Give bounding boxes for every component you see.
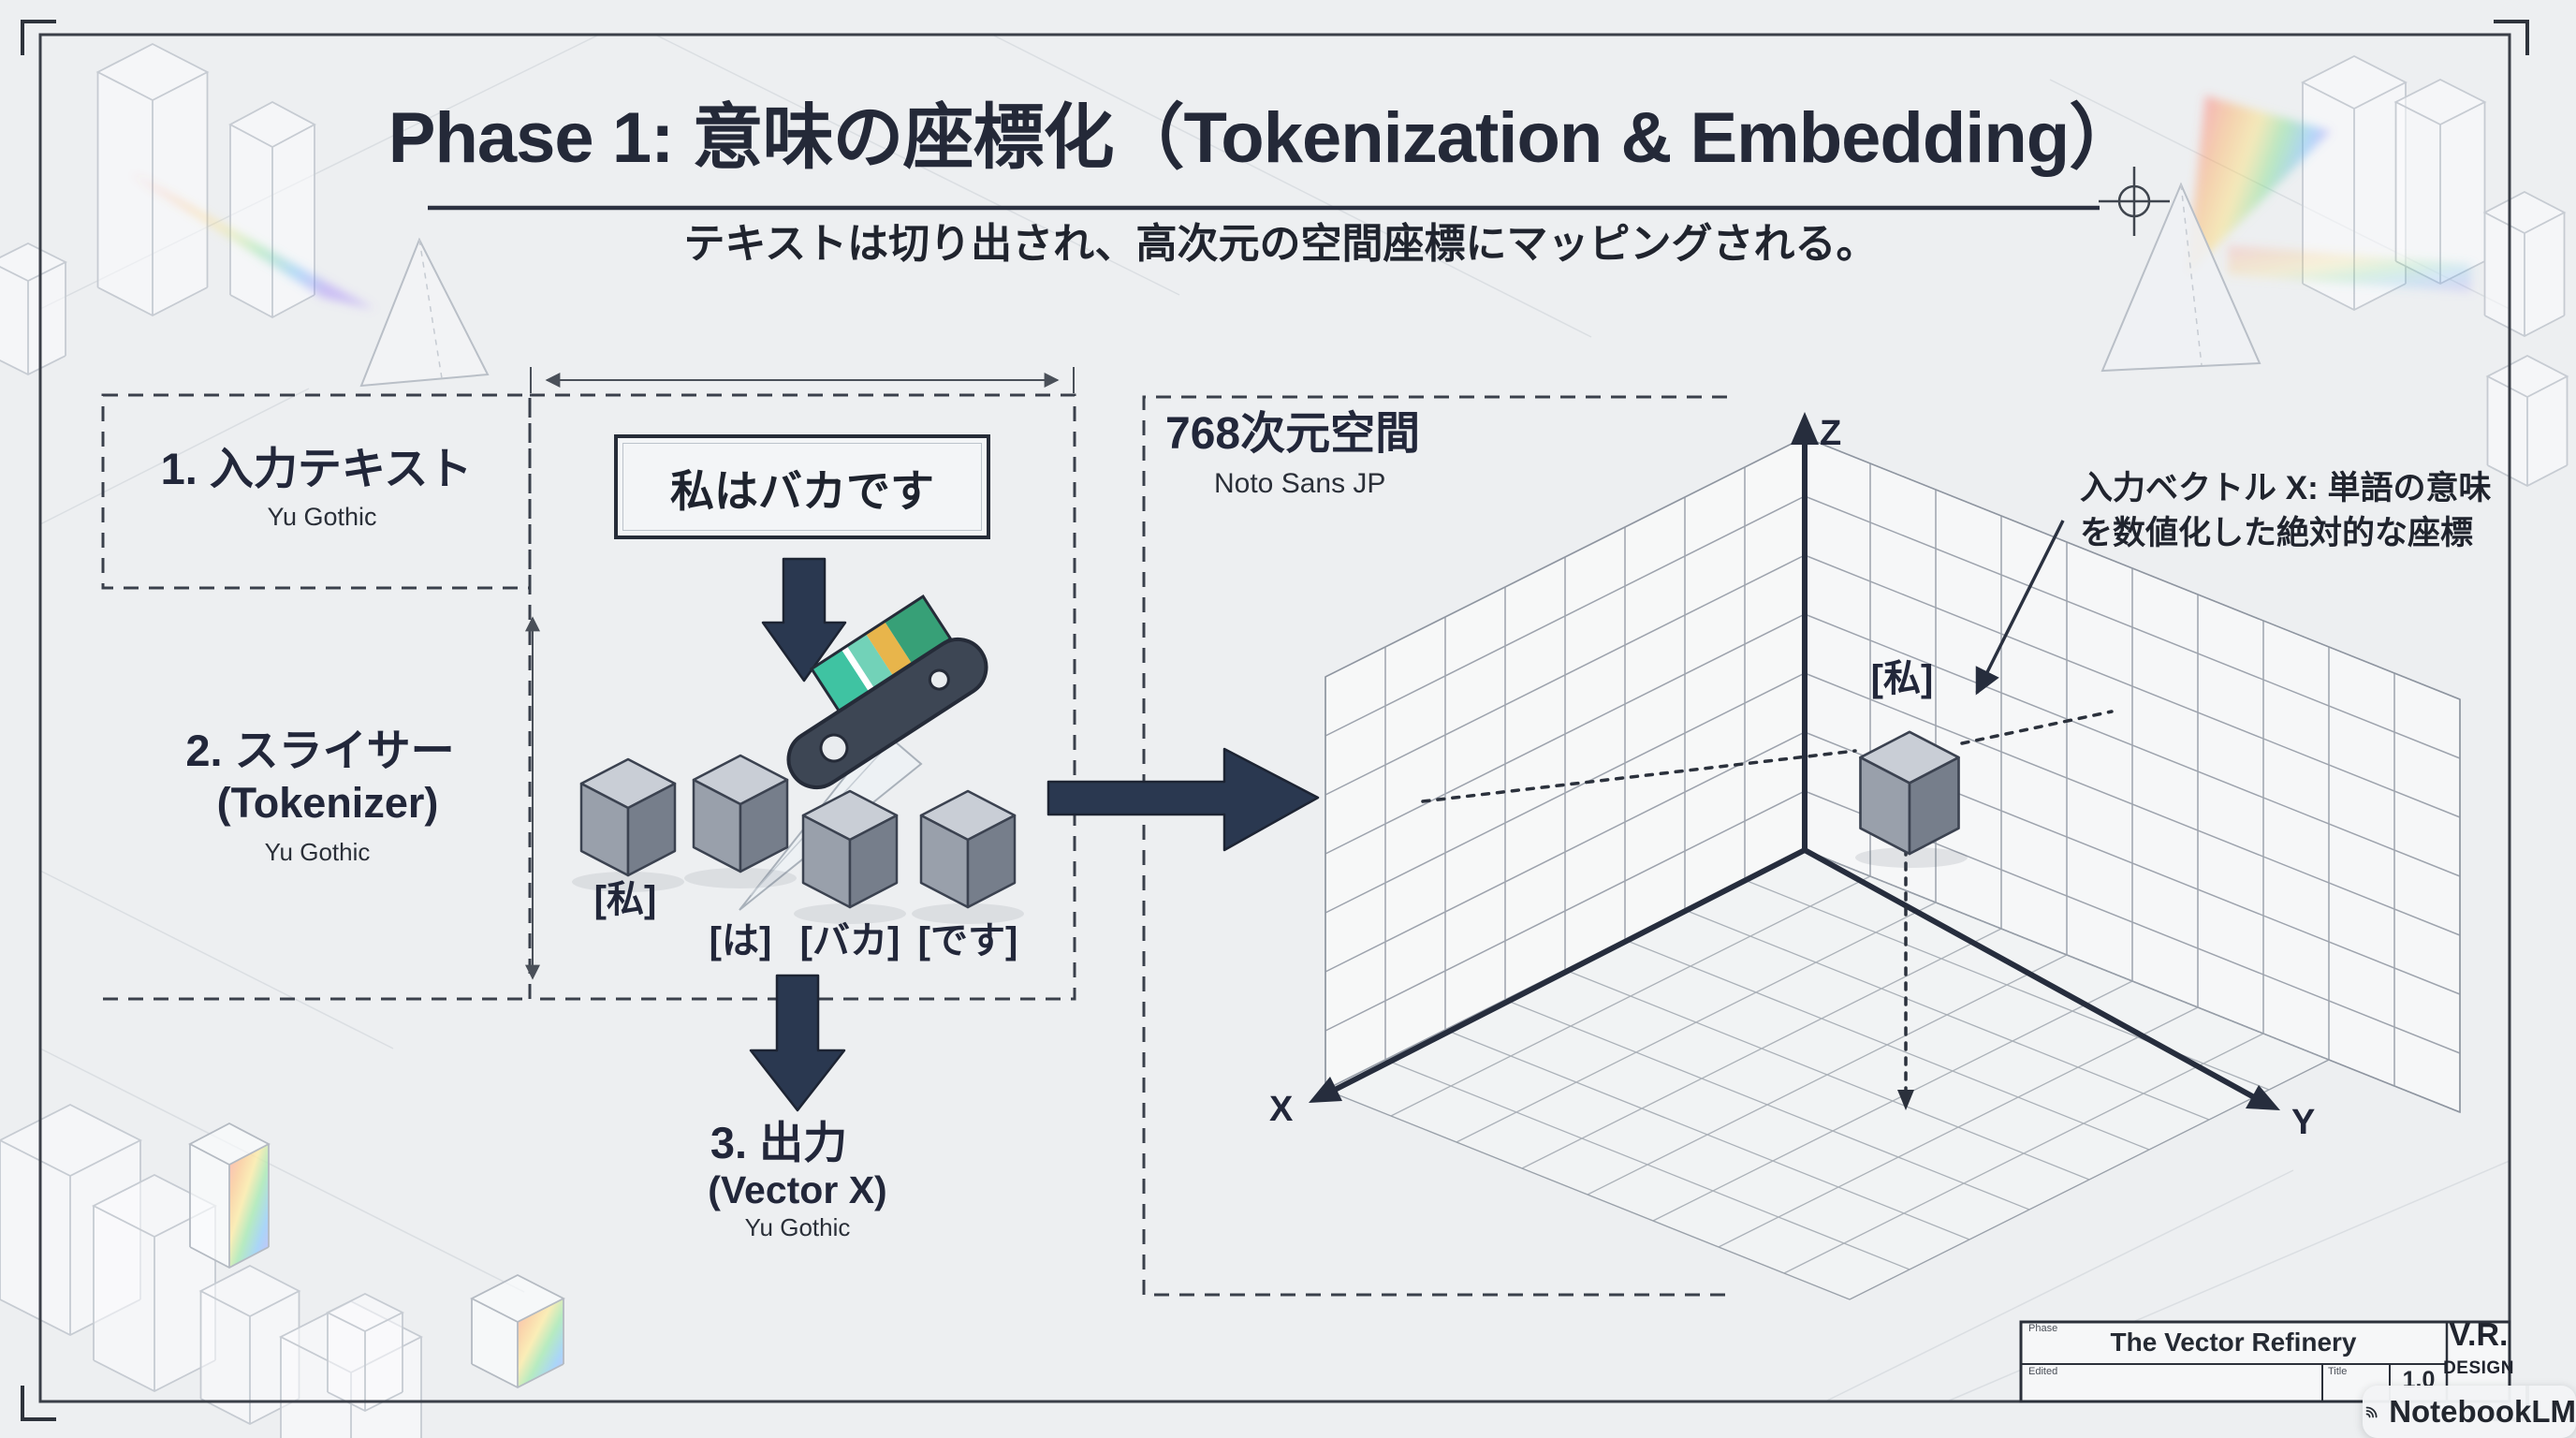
wireframe-decorations (0, 42, 2569, 1438)
annotation-line2: を数値化した絶対的な座標 (2080, 515, 2474, 551)
title-block-project: The Vector Refinery (2110, 1328, 2357, 1357)
token-cube-4 (919, 789, 1017, 909)
y-axis-label: Y (2291, 1103, 2316, 1142)
crosshair-icon (2099, 167, 2170, 236)
input-text-box: 私はバカです (614, 434, 990, 539)
step1-label: 1. 入力テキスト (160, 444, 473, 493)
page-title: Phase 1: 意味の座標化（Tokenization & Embedding… (388, 98, 2140, 178)
notebooklm-watermark-text: NotebookLM (2389, 1394, 2576, 1429)
token-label-1: [私] (593, 879, 657, 920)
space-heading: 768次元空間 (1165, 409, 1421, 459)
slicer-color-deck (809, 594, 953, 713)
z-axis-label: Z (1820, 414, 1842, 453)
token-label-4: [です] (917, 920, 1018, 961)
page-subtitle: テキストは切り出され、高次元の空間座標にマッピングされる。 (683, 221, 1878, 267)
embedded-point-label: [私] (1870, 658, 1934, 699)
axes (1333, 442, 2256, 1100)
token-label-3: [バカ] (799, 920, 900, 961)
token-label-2: [は] (709, 920, 772, 961)
title-block-edited-label: Edited (2028, 1366, 2058, 1377)
embedded-cube (1859, 730, 1960, 856)
x-axis-label: X (1269, 1090, 1294, 1129)
axis-arrowheads (1309, 412, 2280, 1110)
dashed-box-step1 (101, 393, 532, 590)
token-cubes (572, 754, 1024, 924)
arrow-down-2 (749, 974, 846, 1112)
guide-arrow-down (1897, 1090, 1914, 1110)
token-cube-2 (692, 754, 789, 873)
flow-arrows (749, 557, 1320, 1112)
z-axis-arrow (1791, 412, 1819, 445)
token-cube-3 (801, 789, 899, 909)
brand-line2: DESIGN (2443, 1358, 2514, 1378)
embedding-space-3d (1309, 412, 2461, 1300)
step3-label: 3. 出力 (710, 1118, 848, 1167)
step1-font-note: Yu Gothic (267, 503, 377, 531)
x-axis-arrow (1309, 1077, 1342, 1103)
step2-label: 2. スライサー (185, 726, 455, 775)
floor-grid (1325, 849, 2330, 1300)
dashed-box-768-space (1142, 395, 1727, 1297)
notebooklm-watermark: NotebookLM (2363, 1386, 2576, 1438)
annotation-arrow (1975, 520, 2065, 696)
step3-sublabel: (Vector X) (708, 1168, 887, 1211)
prism-rainbow-top-left (131, 173, 490, 388)
step2-font-note: Yu Gothic (264, 838, 371, 866)
title-block-phase-label: Phase (2028, 1323, 2058, 1334)
projection-guides (1421, 710, 2114, 1093)
left-wall-grid (1325, 436, 1806, 1091)
token-cube-1 (579, 757, 677, 877)
prism-rainbow-top-right (2100, 95, 2471, 373)
y-axis-arrow (2246, 1085, 2280, 1110)
step3-font-note: Yu Gothic (744, 1213, 851, 1241)
title-block-title-label: Title (2328, 1366, 2348, 1377)
notebooklm-logo-icon (2365, 1406, 2378, 1418)
input-text: 私はバカです (670, 465, 934, 516)
arrow-right (1046, 747, 1320, 852)
measurement-lines (525, 367, 1075, 980)
frame-border (38, 33, 2511, 1403)
arrow-down-1 (761, 557, 847, 682)
brand-line1: V.R. (2449, 1317, 2509, 1353)
annotation-line1: 入力ベクトル X: 単語の意味 (2080, 470, 2492, 506)
space-font-note: Noto Sans JP (1214, 468, 1386, 499)
step2-sublabel: (Tokenizer) (216, 779, 439, 827)
